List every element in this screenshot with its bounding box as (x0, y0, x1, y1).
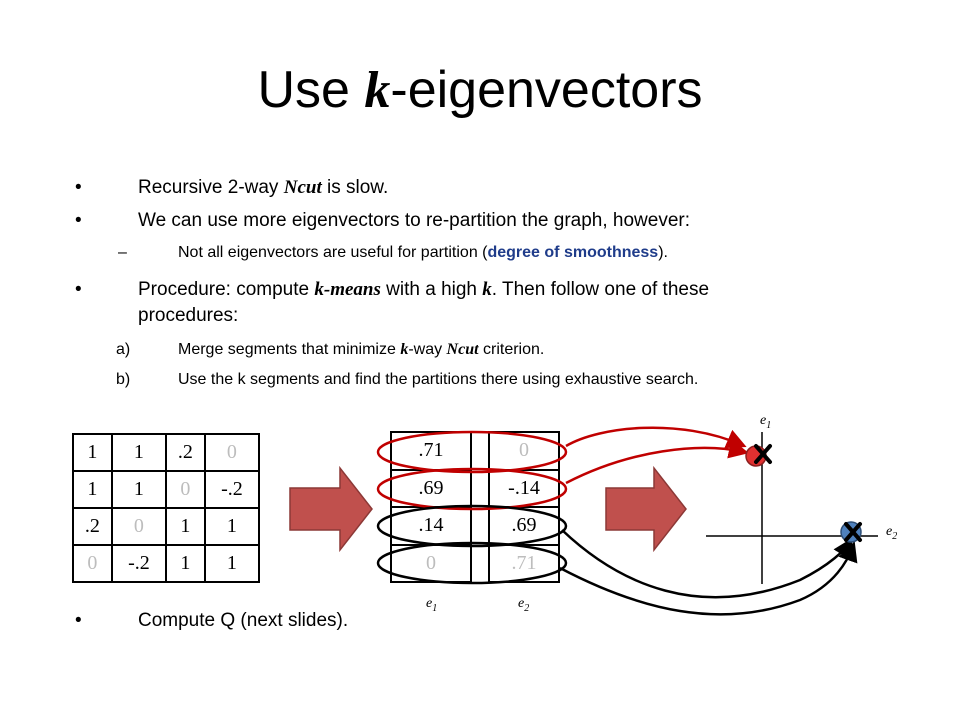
axis-label-e2: e2 (886, 524, 898, 542)
red-curve-2 (565, 438, 749, 485)
label-e2-column: e2 (518, 596, 530, 614)
red-curve-1 (565, 426, 747, 449)
eigen-e2-cell: 0 (488, 431, 560, 471)
matrix-row: .2 0 1 1 (72, 507, 261, 546)
matrix-cell: 1 (164, 507, 206, 546)
matrix-row: 1 1 .2 0 (72, 433, 261, 472)
label-e1-column: e1 (426, 596, 438, 614)
sub-a-text: Merge segments that minimize k-way Ncut … (178, 341, 545, 358)
matrix-row: 1 1 0 -.2 (72, 470, 261, 509)
black-ellipse-row4 (376, 541, 568, 585)
matrix-cell: 1 (203, 544, 261, 583)
matrix-cell: 0 (164, 470, 206, 509)
black-curve-2 (559, 541, 858, 616)
matrix-cell: -.2 (203, 470, 261, 509)
slide-title: Use k-eigenvectors (257, 61, 703, 119)
bullet-2-dash: – (118, 244, 127, 261)
axis-label-e1: e1 (760, 413, 772, 431)
bullet-2-sub: Not all eigenvectors are useful for part… (178, 244, 668, 261)
matrix-cell: 1 (164, 544, 206, 583)
matrix-cell: 1 (72, 433, 113, 472)
block-arrow-1 (289, 465, 373, 553)
red-ellipse-row2 (376, 467, 568, 511)
red-ellipse-row1 (376, 430, 568, 474)
matrix-cell: 1 (110, 470, 167, 509)
matrix-cell: 1 (203, 507, 261, 546)
sub-a-marker: a) (116, 341, 131, 358)
matrix-cell: 0 (110, 507, 167, 546)
matrix-row: 0 -.2 1 1 (72, 544, 261, 583)
matrix-cell: -.2 (110, 544, 167, 583)
cross-mark-red (754, 444, 772, 464)
cross-mark-blue (844, 522, 862, 542)
black-ellipse-row3 (376, 504, 568, 548)
matrix-cell: 1 (110, 433, 167, 472)
black-curve-1 (561, 529, 853, 599)
sub-b-text: Use the k segments and find the partitio… (178, 371, 699, 388)
matrix-cell: 0 (203, 433, 261, 472)
matrix-cell: 1 (72, 470, 113, 509)
sub-b-marker: b) (116, 371, 131, 388)
affinity-matrix: 1 1 .2 0 1 1 0 -.2 .2 0 1 1 0 -.2 1 1 (72, 433, 261, 583)
matrix-cell: .2 (72, 507, 113, 546)
eigen-e2-cell: .71 (488, 543, 560, 583)
matrix-cell: .2 (164, 433, 206, 472)
block-arrow-2 (605, 465, 687, 553)
matrix-cell: 0 (72, 544, 113, 583)
